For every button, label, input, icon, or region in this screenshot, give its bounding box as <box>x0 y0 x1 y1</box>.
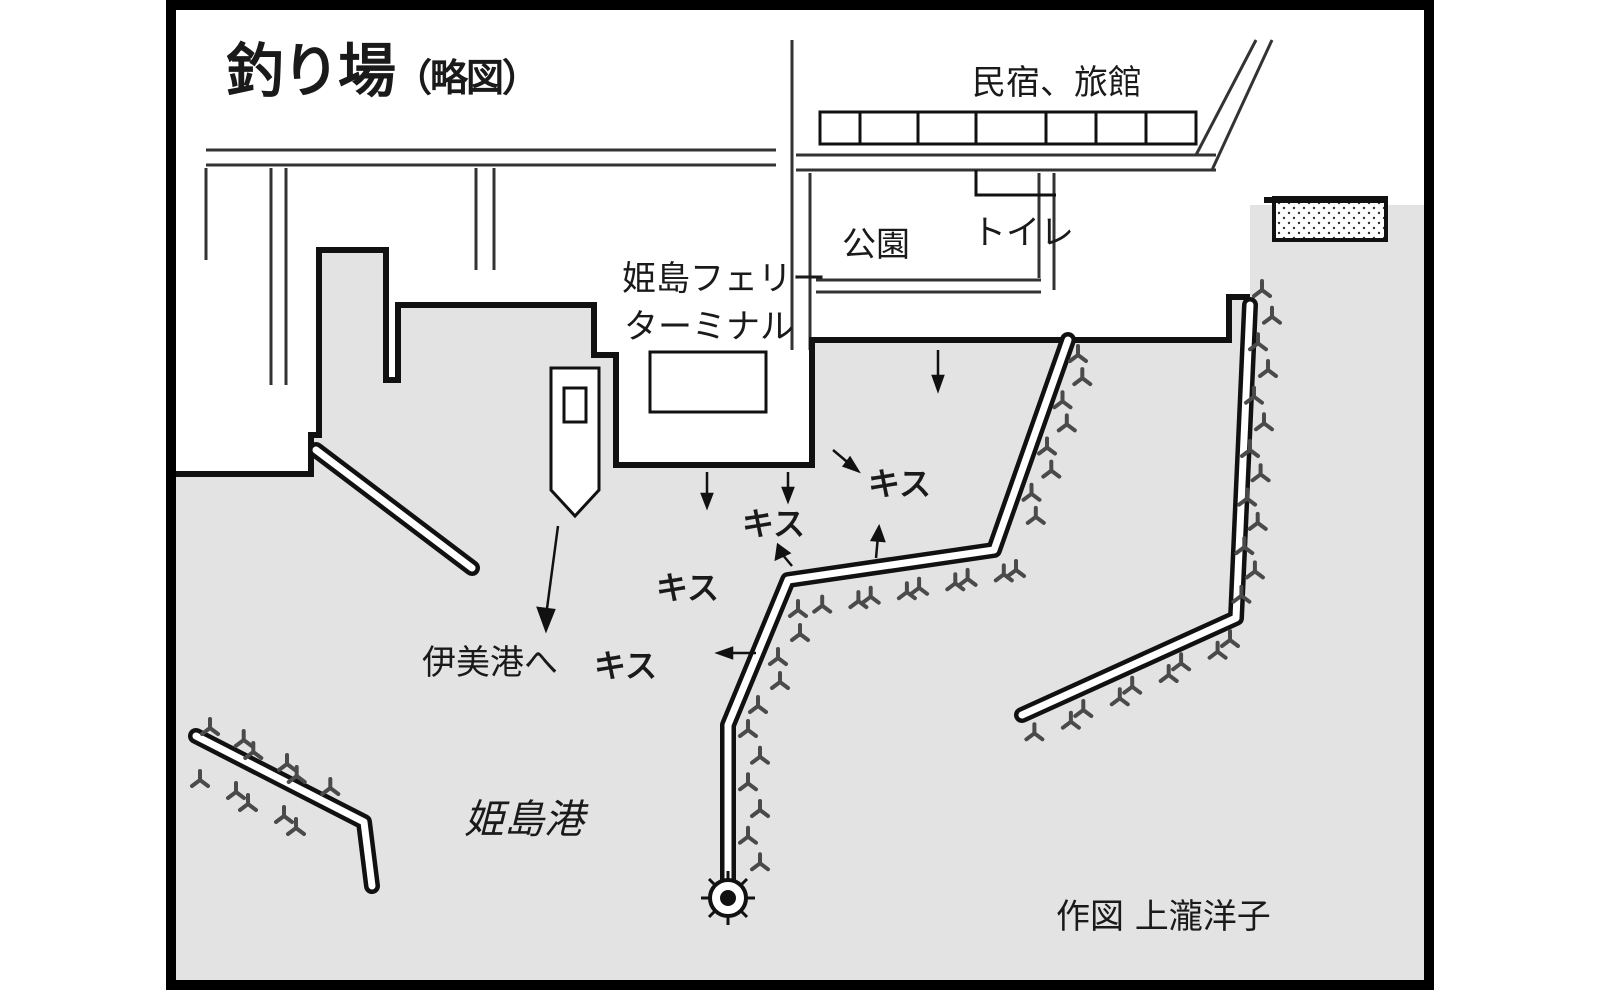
harbor-water <box>176 205 1424 980</box>
lighthouse-icon <box>701 871 755 925</box>
fish-spot-label: キス <box>656 569 720 607</box>
boat-icon <box>549 366 601 519</box>
arrow-icon <box>536 350 945 660</box>
map-title: 釣り場（略図） <box>226 42 540 100</box>
breakwaters <box>188 297 1258 894</box>
map-graphics <box>176 39 1424 980</box>
ferry-terminal-building <box>648 350 768 414</box>
fish-spot-label: キス <box>868 465 932 503</box>
fishing-map: 釣り場（略図） 民宿、旅館 公園 トイレ 姫島フェリー ターミナル 伊美港へ 姫… <box>176 10 1424 980</box>
fish-spot-label: キス <box>594 647 658 685</box>
ferry-terminal-label-line1: 姫島フェリー <box>622 259 826 299</box>
title-main: 釣り場 <box>226 37 396 105</box>
lodging-buildings <box>818 110 1198 146</box>
map-credit: 作図 上瀧洋子 <box>1056 897 1271 937</box>
lodging-label: 民宿、旅館 <box>972 63 1142 103</box>
ferry-terminal-label-line2: ターミナル <box>624 307 794 347</box>
toilet-building <box>974 170 1056 197</box>
map-frame: 釣り場（略図） 民宿、旅館 公園 トイレ 姫島フェリー ターミナル 伊美港へ 姫… <box>166 0 1434 990</box>
park-label: 公園 <box>842 225 910 265</box>
harbor-name-label: 姫島港 <box>464 797 584 843</box>
quay-edge <box>176 247 1250 477</box>
streets <box>204 39 1274 385</box>
title-note: （略図） <box>394 56 540 100</box>
toilet-label: トイレ <box>972 213 1074 253</box>
imi-port-direction-label: 伊美港へ <box>422 643 558 683</box>
sand-beach <box>1272 196 1388 242</box>
fish-spot-label: キス <box>742 505 806 543</box>
